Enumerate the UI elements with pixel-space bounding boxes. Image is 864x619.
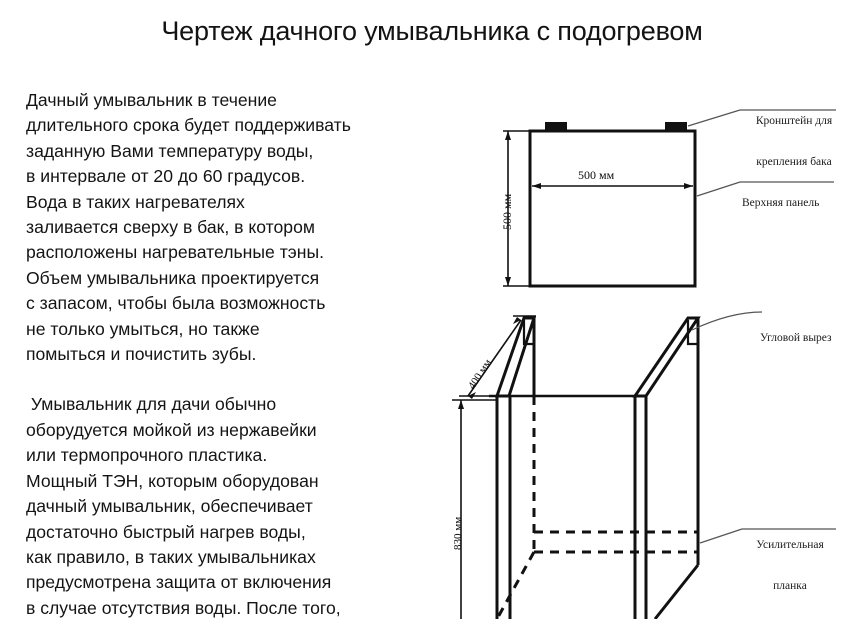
article-paragraph-2: Умывальник для дачи обычно оборудуется м… (26, 394, 341, 618)
corner-notch-left (522, 320, 534, 346)
article-text: Дачный умывальник в течение длительного … (26, 88, 426, 619)
bottom-view-height-dimension (452, 399, 498, 619)
callout-top-panel: Верхняя панель (742, 170, 819, 238)
callout-reinforce: Усилительная планка (740, 512, 840, 619)
hidden-edge-diagonal (495, 551, 536, 619)
dimension-top-height: 500 мм (500, 193, 514, 230)
top-view-box (528, 122, 697, 288)
dimension-top-width: 500 мм (578, 168, 615, 182)
dimension-cabinet-height: 830 мм (452, 516, 464, 550)
leader-corner-cut (691, 311, 763, 331)
bottom-view-cabinet (489, 316, 701, 619)
callout-bracket: Кронштейн для крепления бака (742, 88, 846, 196)
dimension-slope: 400 мм (466, 357, 495, 392)
callout-bracket-line2: крепления бака (756, 155, 832, 168)
top-view-width-dimension (532, 183, 693, 189)
bracket-tab-right (665, 122, 687, 132)
article-paragraph-1: Дачный умывальник в течение длительного … (26, 90, 351, 365)
callout-reinforce-line1: Усилительная (756, 539, 824, 551)
bracket-tab-left (545, 122, 567, 132)
callout-reinforce-line2: планка (773, 579, 807, 592)
callout-top-panel-line1: Верхняя панель (742, 197, 820, 209)
corner-notch-right (686, 320, 698, 346)
callout-bracket-line1: Кронштейн для (755, 115, 833, 127)
callout-corner-cut: Угловой вырез (760, 305, 832, 373)
page-title: Чертеж дачного умывальника с подогревом (161, 16, 703, 46)
callout-corner-cut-line1: Угловой вырез (760, 332, 832, 344)
